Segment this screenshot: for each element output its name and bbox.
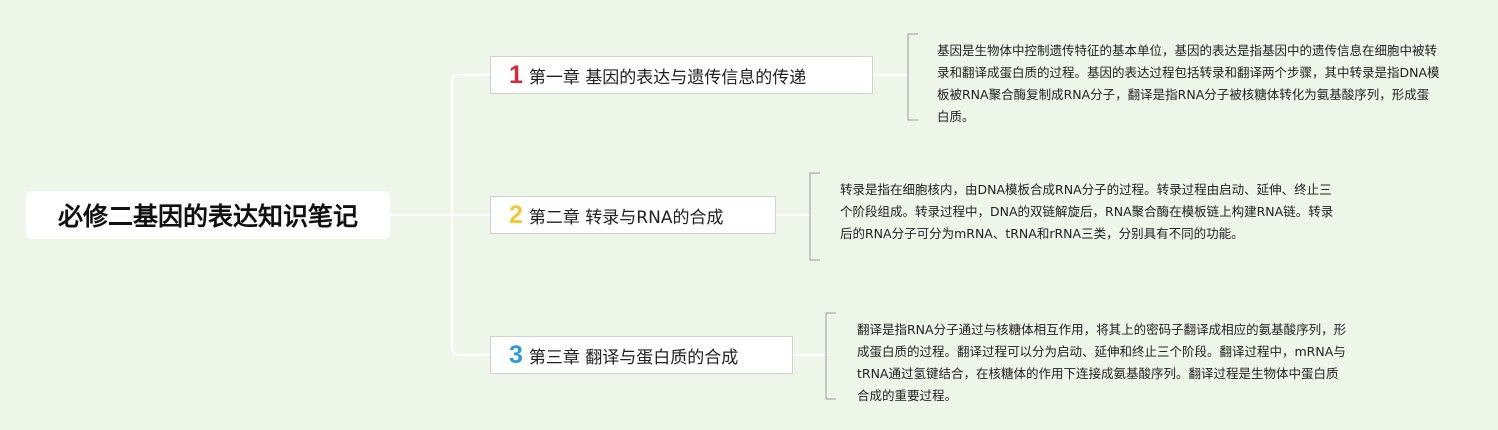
chapter-node-1[interactable]: 1 第一章 基因的表达与遗传信息的传递	[490, 56, 873, 94]
chapter-node-3[interactable]: 3 第三章 翻译与蛋白质的合成	[490, 336, 793, 374]
desc-2-bracket	[809, 172, 820, 261]
chapter-2-number: 2	[509, 200, 523, 229]
chapter-2-description: 转录是指在细胞核内，由DNA模板合成RNA分子的过程。转录过程由启动、延伸、终止…	[840, 182, 1334, 241]
root-to-chapter-1-line	[390, 74, 490, 216]
chapter-1-description: 基因是生物体中控制遗传特征的基本单位，基因的表达是指基因中的遗传信息在细胞中被转…	[937, 43, 1440, 124]
chapter-node-2[interactable]: 2 第二章 转录与RNA的合成	[490, 196, 776, 234]
chapter-2-title: 第二章 转录与RNA的合成	[528, 207, 724, 228]
root-title: 必修二基因的表达知识笔记	[57, 202, 358, 231]
root-to-chapter-3-line	[451, 215, 490, 356]
desc-3-bracket	[825, 312, 836, 400]
chapter-3-number: 3	[509, 340, 523, 369]
chapter-3-description: 翻译是指RNA分子通过与核糖体相互作用，将其上的密码子翻译成相应的氨基酸序列，形…	[857, 322, 1347, 403]
desc-1-bracket	[907, 33, 918, 121]
chapter-1-title: 第一章 基因的表达与遗传信息的传递	[528, 67, 807, 88]
root-node[interactable]: 必修二基因的表达知识笔记	[26, 191, 390, 239]
chapter-1-number: 1	[509, 60, 523, 89]
chapter-3-title: 第三章 翻译与蛋白质的合成	[528, 347, 739, 368]
